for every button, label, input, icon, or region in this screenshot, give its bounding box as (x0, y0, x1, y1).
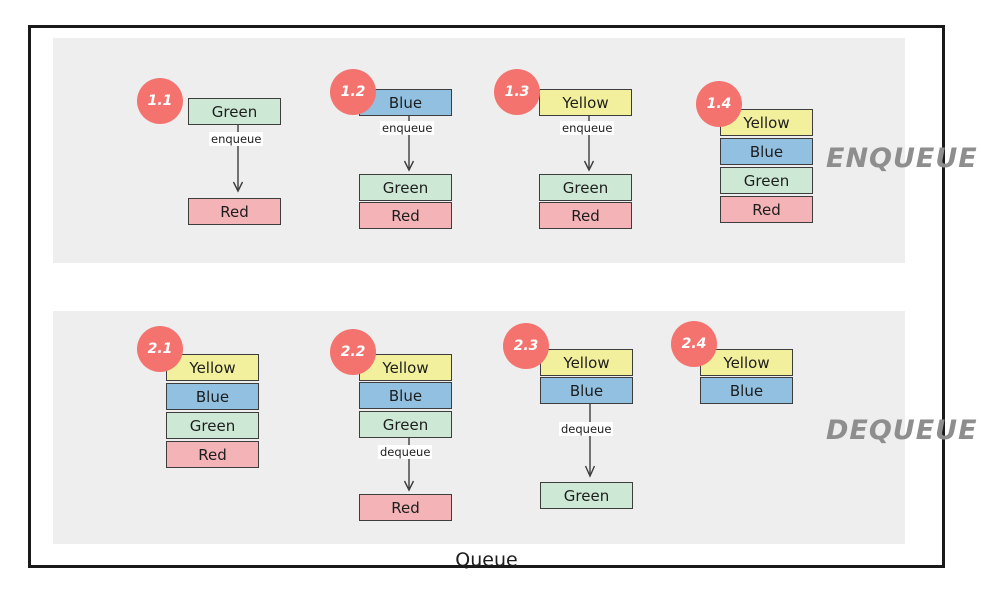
queue-box-1-4-1: Blue (720, 138, 813, 165)
enqueue-panel: ENQUEUE 1.1 Green enqueue Red 1.2 Blue (53, 38, 977, 263)
step-badge-2-4: 2.4 (671, 321, 717, 367)
step-badge-1-3: 1.3 (494, 69, 540, 115)
step-badge-1-1: 1.1 (137, 78, 183, 124)
dequeue-heading: DEQUEUE (826, 415, 978, 446)
queue-box-1-4-3: Red (720, 196, 813, 223)
queue-box-1-3-0: Green (539, 174, 632, 201)
queue-box-2-4-0: Yellow (700, 349, 793, 376)
queue-box-2-4-1: Blue (700, 377, 793, 404)
queue-box-1-3-1: Red (539, 202, 632, 229)
queue-box-2-1-3: Red (166, 441, 259, 468)
queue-box-1-4-2: Green (720, 167, 813, 194)
figure-caption: Queue (455, 549, 518, 571)
queue-box-2-1-1: Blue (166, 383, 259, 410)
operation-label-1-3: enqueue (560, 121, 615, 135)
incoming-box-1-1: Green (188, 98, 281, 125)
operation-label-2-3: dequeue (559, 422, 614, 436)
queue-box-2-3-0: Yellow (540, 349, 633, 376)
queue-box-2-2-2: Green (359, 411, 452, 438)
step-badge-2-1: 2.1 (137, 326, 183, 372)
dequeue-panel: DEQUEUE 2.1 Yellow Blue Green Red 2.2 Ye… (53, 311, 977, 544)
queue-box-1-1-0: Red (188, 198, 281, 225)
step-badge-2-2: 2.2 (330, 329, 376, 375)
step-badge-1-2: 1.2 (330, 69, 376, 115)
dequeue-arrow-2-3 (583, 404, 597, 484)
operation-label-2-2: dequeue (378, 445, 433, 459)
queue-box-2-1-0: Yellow (166, 354, 259, 381)
diagram-frame: ENQUEUE 1.1 Green enqueue Red 1.2 Blue (28, 25, 977, 571)
enqueue-heading: ENQUEUE (826, 143, 978, 174)
operation-label-1-2: enqueue (380, 121, 435, 135)
queue-box-1-2-0: Green (359, 174, 452, 201)
step-badge-2-3: 2.3 (503, 323, 549, 369)
operation-label-1-1: enqueue (209, 132, 264, 146)
outgoing-box-2-2: Red (359, 494, 452, 521)
queue-box-1-2-1: Red (359, 202, 452, 229)
queue-box-2-3-1: Blue (540, 377, 633, 404)
step-badge-1-4: 1.4 (696, 81, 742, 127)
outgoing-box-2-3: Green (540, 482, 633, 509)
incoming-box-1-3: Yellow (539, 89, 632, 116)
queue-box-2-2-1: Blue (359, 382, 452, 409)
queue-box-2-1-2: Green (166, 412, 259, 439)
